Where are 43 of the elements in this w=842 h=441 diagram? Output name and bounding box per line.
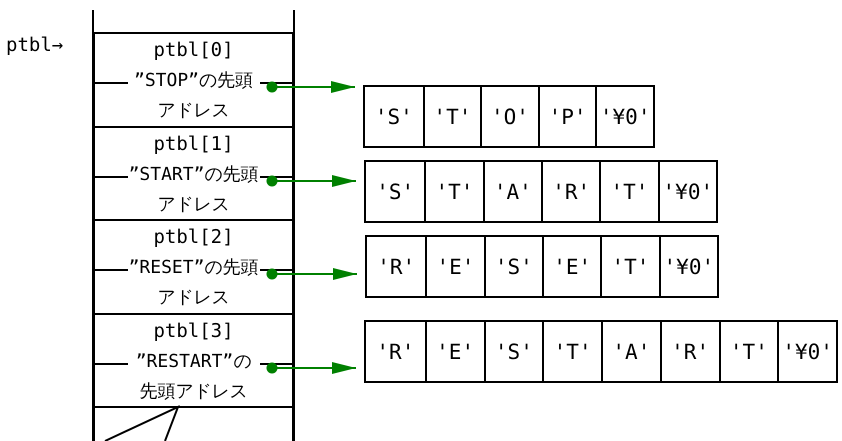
character-literal: 'E'	[553, 254, 592, 278]
table-cell	[93, 313, 294, 406]
pointer-name: ptbl[3]	[152, 319, 235, 344]
pointer-name: ptbl[2]	[152, 225, 235, 250]
character-literal: '¥0'	[664, 254, 714, 278]
character-literal: 'T'	[436, 180, 474, 204]
character-array	[364, 320, 838, 383]
character-literal: 'R'	[552, 180, 590, 204]
pointer-arrow	[266, 175, 356, 187]
character-literal: 'S'	[494, 340, 533, 364]
character-literal: 'S'	[374, 104, 413, 128]
character-literal: 'E'	[436, 340, 474, 364]
character-array	[364, 160, 718, 223]
pointer-arrow	[266, 362, 356, 374]
character-literal: '¥0'	[662, 180, 714, 204]
pointer-arrow	[266, 268, 357, 280]
character-literal: 'O'	[491, 104, 529, 128]
table-cell	[93, 219, 294, 313]
character-literal: 'R'	[671, 340, 710, 364]
table-cell	[93, 126, 294, 219]
character-literal: 'T'	[610, 180, 648, 204]
character-literal: 'T'	[730, 340, 768, 364]
empty-table-cell	[93, 406, 294, 441]
character-literal: 'T'	[612, 254, 650, 278]
table-cell	[93, 32, 294, 126]
character-literal: 'S'	[494, 254, 533, 278]
character-literal: 'P'	[548, 104, 587, 128]
character-literal: 'R'	[376, 340, 414, 364]
character-literal: 'S'	[376, 180, 414, 204]
character-literal: 'T'	[433, 104, 472, 128]
character-array	[363, 85, 655, 148]
character-literal: '¥0'	[782, 340, 833, 364]
character-literal: 'E'	[436, 254, 474, 278]
character-literal: 'A'	[612, 340, 650, 364]
character-literal: 'T'	[554, 340, 592, 364]
pointer-name: ptbl[0]	[152, 38, 235, 63]
character-literal: 'R'	[377, 254, 416, 278]
character-array	[365, 235, 719, 298]
character-literal: 'A'	[494, 180, 532, 204]
pointer-label: ptbl→	[6, 34, 64, 56]
character-literal: '¥0'	[600, 104, 650, 128]
pointer-arrow	[266, 81, 355, 93]
pointer-name: ptbl[1]	[152, 132, 235, 157]
